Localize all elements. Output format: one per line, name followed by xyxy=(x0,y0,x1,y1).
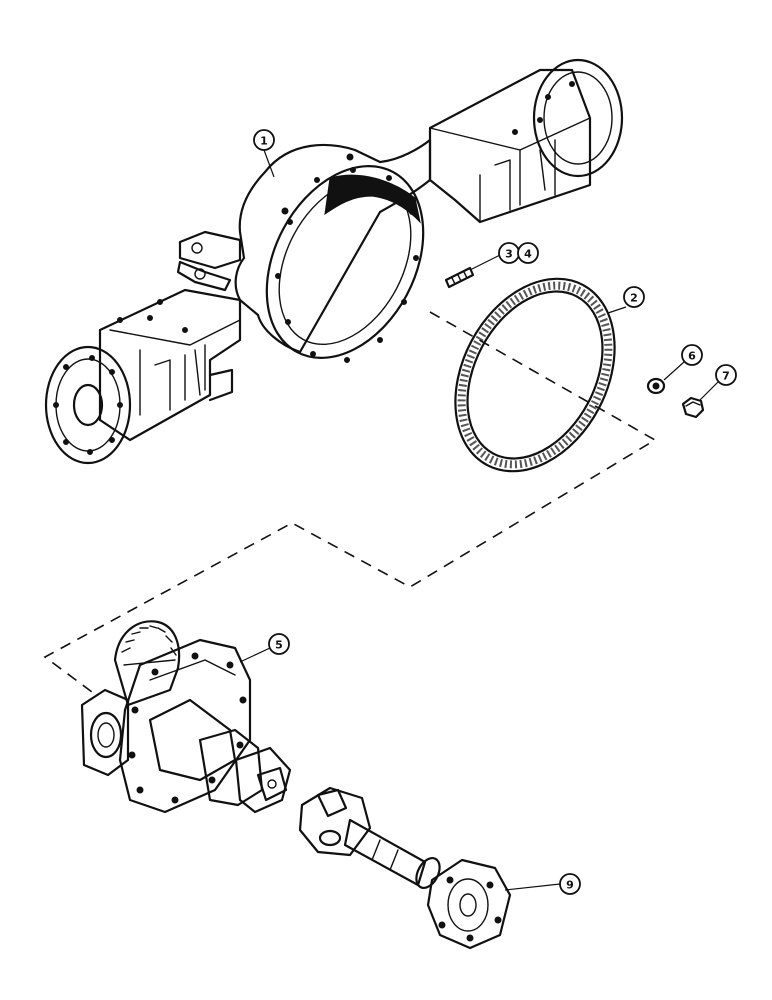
svg-text:7: 7 xyxy=(722,370,730,383)
svg-text:2: 2 xyxy=(630,292,638,305)
hex-nut xyxy=(681,396,705,419)
stud xyxy=(444,266,475,289)
callout-2: 2 xyxy=(607,286,645,314)
svg-text:6: 6 xyxy=(688,350,696,363)
gasket xyxy=(454,277,616,473)
callout-6: 6 xyxy=(663,344,703,381)
svg-text:1: 1 xyxy=(260,135,268,148)
callout-9: 9 xyxy=(504,873,581,895)
drive-shaft xyxy=(298,786,512,950)
assembly-dashed-lines xyxy=(43,311,657,693)
callout-1: 1 xyxy=(253,129,275,178)
svg-text:5: 5 xyxy=(275,639,283,652)
axle-housing xyxy=(44,58,624,465)
svg-text:9: 9 xyxy=(566,879,574,892)
svg-text:3: 3 xyxy=(505,248,513,261)
callout-7: 7 xyxy=(699,364,737,401)
differential-carrier xyxy=(80,620,292,814)
svg-text:4: 4 xyxy=(524,248,532,261)
lock-washer xyxy=(646,377,666,395)
callout-5: 5 xyxy=(239,633,290,663)
callout-3-4: 3 4 xyxy=(469,242,539,271)
